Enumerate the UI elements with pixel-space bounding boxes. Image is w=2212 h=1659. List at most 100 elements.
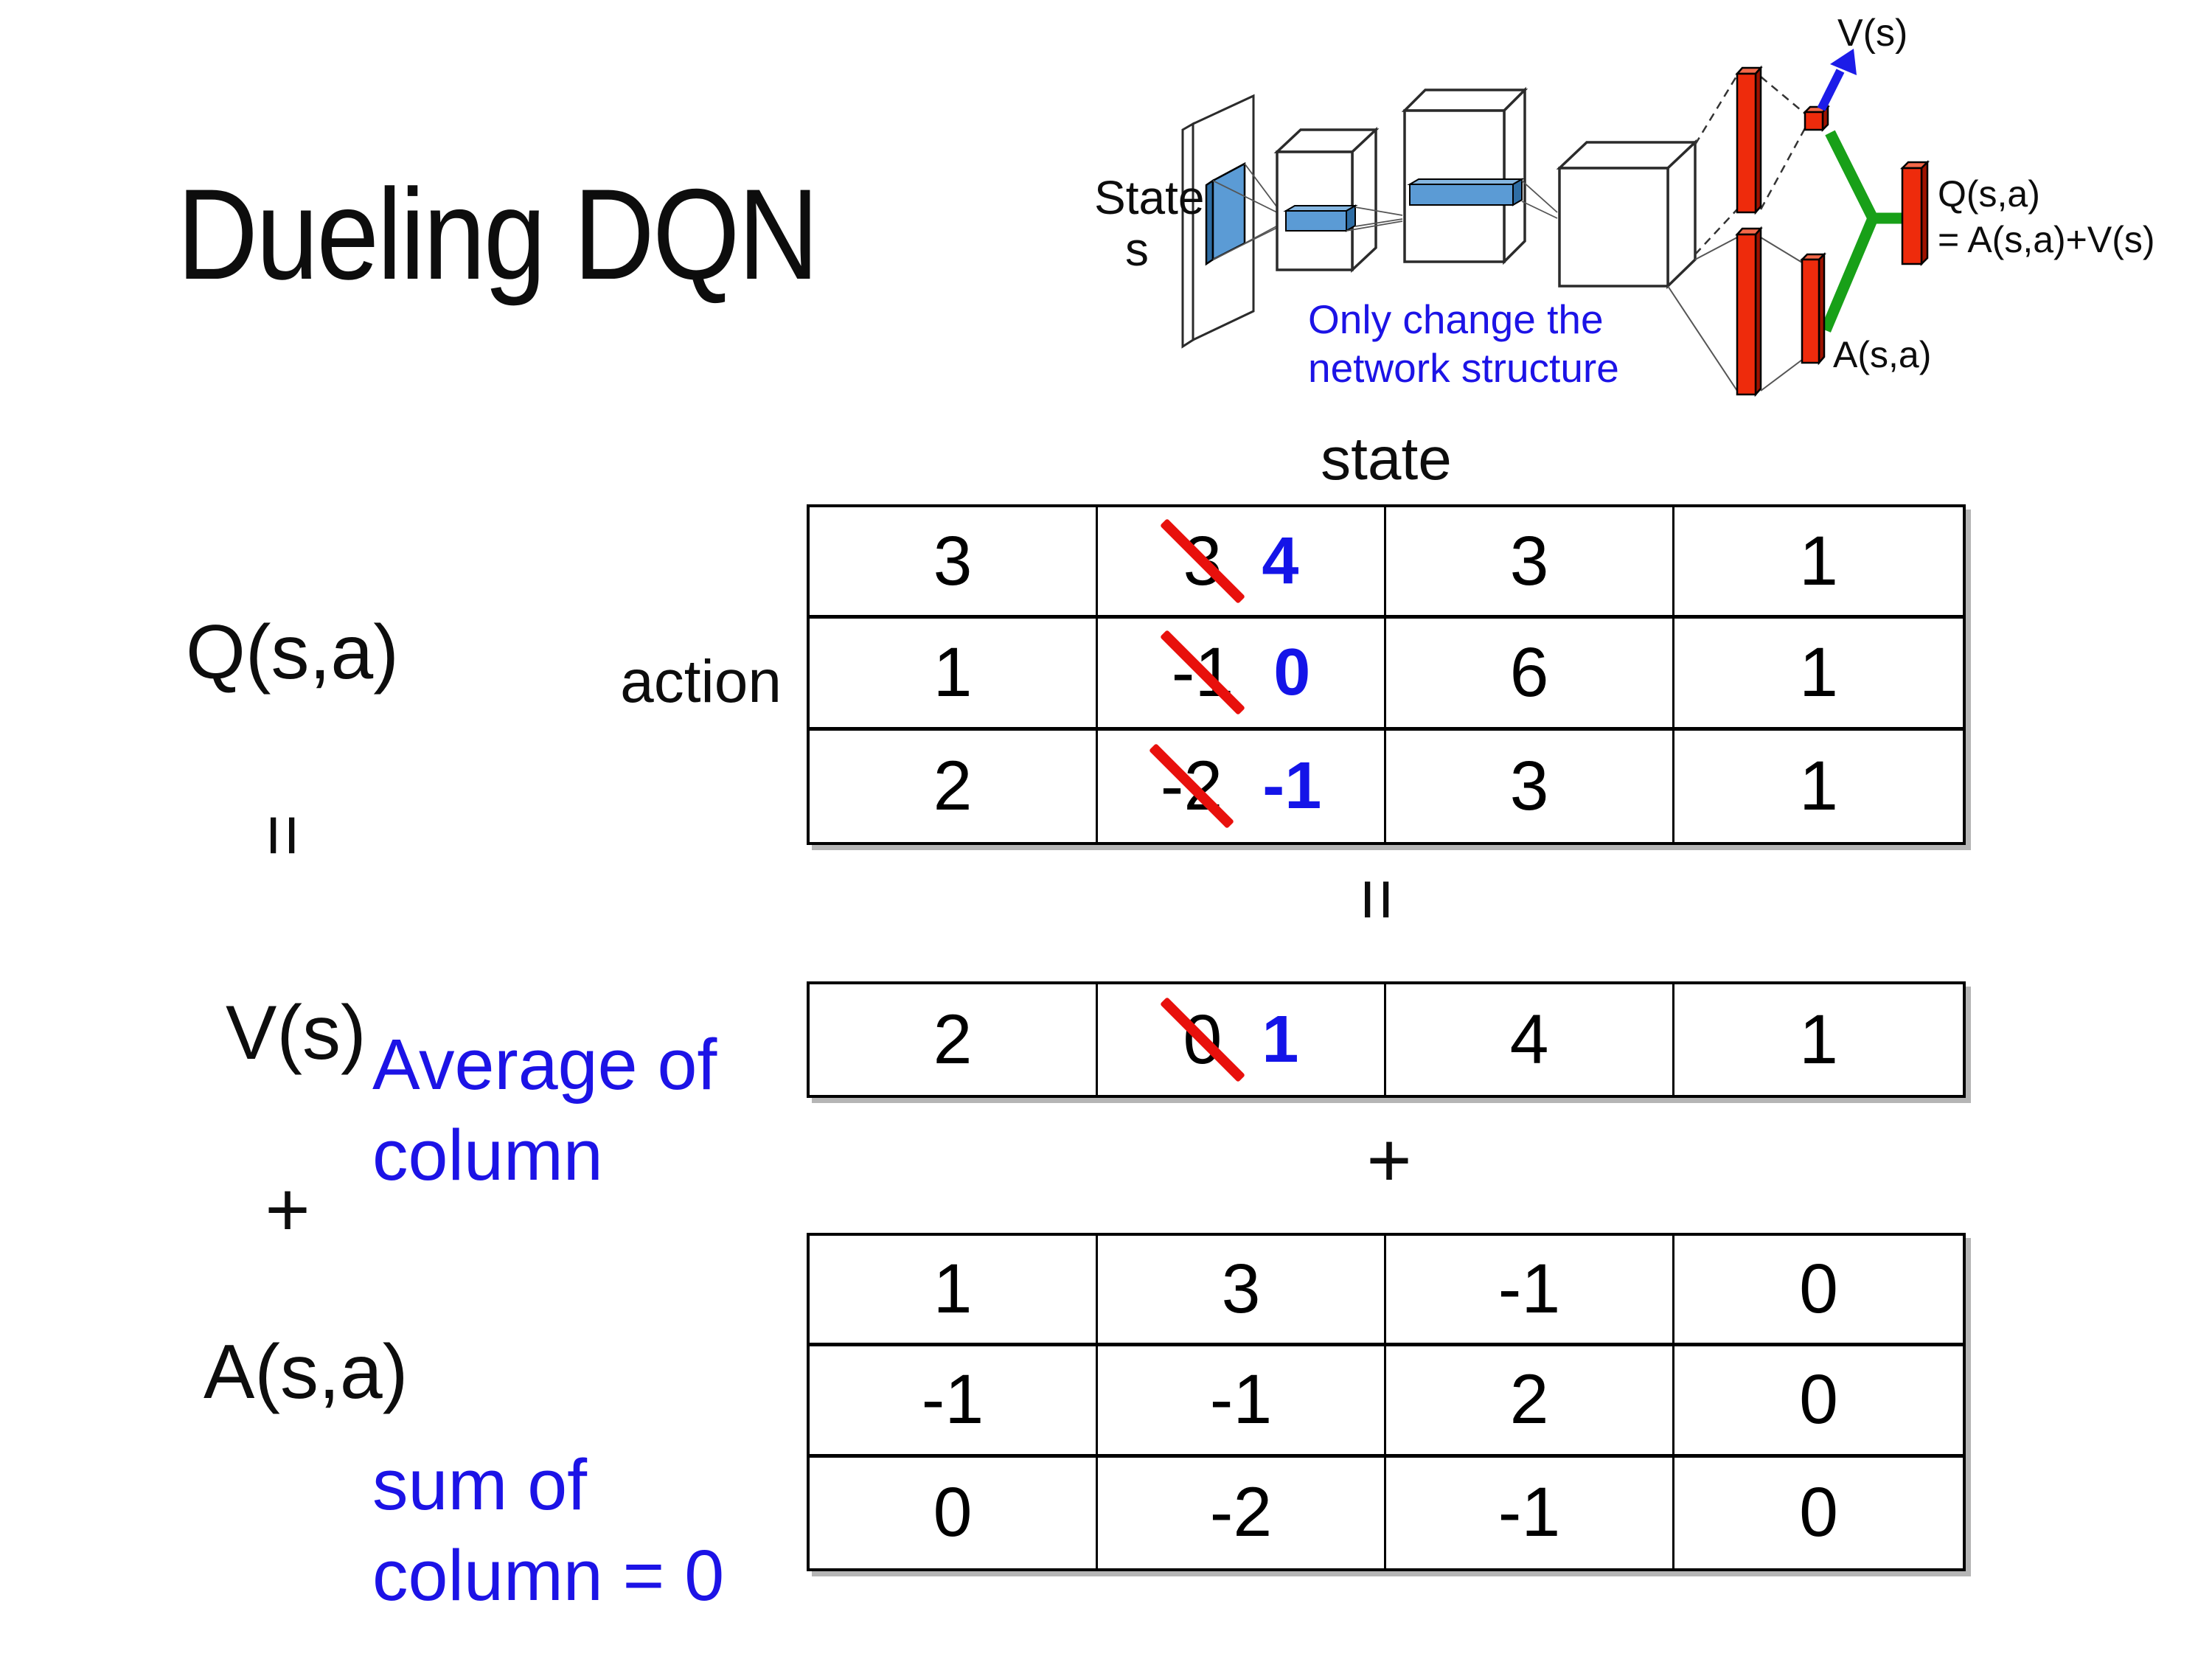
dueling-network-diagram: State s V(s) Q(s,a) = A(s,a)+V(s) A(s,a)…	[1094, 12, 2155, 397]
q-cell: 3	[1386, 730, 1674, 842]
a-cell: 0	[810, 1457, 1098, 1568]
a-value: 1	[933, 1250, 973, 1329]
a-cell: -1	[1386, 1236, 1674, 1347]
feature-bar-icon	[1407, 178, 1525, 206]
q-value-crossed: -2	[1160, 746, 1223, 825]
sum-note-line1: sum of	[372, 1444, 588, 1525]
q-cell: 3	[810, 507, 1098, 619]
a-cell: -1	[1098, 1346, 1386, 1458]
q-cell: 2	[810, 730, 1098, 842]
a-value: 3	[1221, 1250, 1261, 1329]
q-value: 1	[933, 633, 973, 712]
a-value: -1	[921, 1360, 984, 1439]
q-cell: 6	[1386, 619, 1674, 731]
a-output-label: A(s,a)	[1833, 334, 1931, 375]
v-value: 2	[933, 1000, 973, 1079]
a-value: 0	[1799, 1360, 1838, 1439]
q-cell: 1	[1674, 507, 1963, 619]
plus-symbol-left: +	[265, 1166, 310, 1253]
a-value: -1	[1498, 1250, 1561, 1329]
q-value: 3	[1509, 521, 1549, 600]
q-output-equation: = A(s,a)+V(s)	[1938, 219, 2155, 260]
v-value: 4	[1509, 1000, 1549, 1079]
equals-symbol-left: =	[242, 813, 325, 858]
a-value: 0	[933, 1473, 973, 1552]
diagram-note-line1: Only change the	[1308, 296, 1604, 342]
q-value: 1	[1799, 633, 1838, 712]
a-cell: 1	[810, 1236, 1098, 1347]
a-equation-label: A(s,a)	[204, 1329, 408, 1415]
q-cell: 3	[1386, 507, 1674, 619]
page-title: Dueling DQN	[177, 163, 819, 307]
a-value: 0	[1799, 1250, 1838, 1329]
v-cell: 2	[810, 984, 1098, 1095]
hidden-vector-bar-icon	[1735, 65, 1763, 215]
q-value: 6	[1509, 633, 1549, 712]
q-value: 2	[933, 746, 973, 825]
a-value: 2	[1509, 1360, 1549, 1439]
a-cell: 0	[1674, 1346, 1963, 1458]
q-value: 1	[1799, 521, 1838, 600]
a-cell: -1	[1386, 1457, 1674, 1568]
q-value: 3	[933, 521, 973, 600]
a-cell: 2	[1386, 1346, 1674, 1458]
a-value: -1	[1209, 1360, 1273, 1439]
v-value: 1	[1799, 1000, 1838, 1079]
q-value: 1	[1799, 746, 1838, 825]
a-cell: 0	[1674, 1458, 1963, 1568]
q-value-corrected: -1	[1262, 748, 1322, 823]
a-value: -1	[1498, 1473, 1561, 1552]
value-stream-dashed-lines	[1694, 74, 1806, 255]
a-value: 0	[1799, 1473, 1838, 1552]
a-cell: -2	[1098, 1457, 1386, 1568]
a-value: -2	[1209, 1473, 1273, 1552]
q-value-corrected: 4	[1262, 524, 1299, 598]
advantage-vector-icon	[1799, 251, 1827, 366]
advantage-stream-lines	[1667, 237, 1803, 392]
q-equation-label: Q(s,a)	[186, 610, 399, 695]
plus-symbol-center: +	[1366, 1117, 1412, 1203]
q-cell: 1	[1674, 731, 1963, 842]
state-sub-label: s	[1125, 223, 1149, 276]
q-cell: 1	[810, 619, 1098, 731]
convergence-lines	[1346, 206, 1403, 232]
fc-layer-box-icon	[1556, 139, 1699, 290]
sum-note: sum of column = 0	[372, 1439, 724, 1621]
q-output-label: Q(s,a)	[1938, 173, 2040, 215]
v-value-crossed: 0	[1183, 1000, 1222, 1079]
a-cell: -1	[810, 1346, 1098, 1458]
average-note-line2: column	[372, 1115, 603, 1196]
v-value-corrected: 1	[1262, 1002, 1299, 1077]
convergence-lines	[1521, 180, 1558, 219]
equals-symbol-center: =	[1336, 877, 1419, 922]
diagram-note-line2: network structure	[1308, 345, 1619, 391]
sum-note-line2: column = 0	[372, 1535, 725, 1616]
q-value-crossed: 3	[1183, 521, 1222, 600]
a-cell: 0	[1674, 1236, 1963, 1347]
a-cell: 3	[1098, 1236, 1386, 1347]
v-cell: 1	[1674, 984, 1963, 1095]
feature-bar-icon	[1283, 204, 1358, 232]
aggregation-icon	[1820, 130, 1902, 333]
q-value-corrected: 0	[1273, 635, 1311, 709]
v-output-label: V(s)	[1837, 12, 1907, 55]
q-cell-crossed: -2 -1	[1098, 730, 1386, 842]
v-equation-label: V(s)	[226, 990, 366, 1076]
conv-layer-box-icon	[1273, 126, 1380, 274]
v-output-arrow-icon	[1817, 49, 1857, 111]
state-label: State	[1094, 171, 1204, 224]
conv-layer-box-icon	[1401, 86, 1528, 265]
q-value: 3	[1509, 746, 1549, 825]
average-note-line1: Average of	[372, 1024, 717, 1105]
average-note: Average of column	[372, 1019, 717, 1200]
hidden-vector-bar-icon	[1735, 226, 1763, 397]
action-header: action	[620, 648, 782, 715]
a-table: 1 3 -1 0 -1 -1 2 0 0 -2 -1 0	[807, 1233, 1966, 1571]
v-cell: 4	[1386, 984, 1674, 1095]
